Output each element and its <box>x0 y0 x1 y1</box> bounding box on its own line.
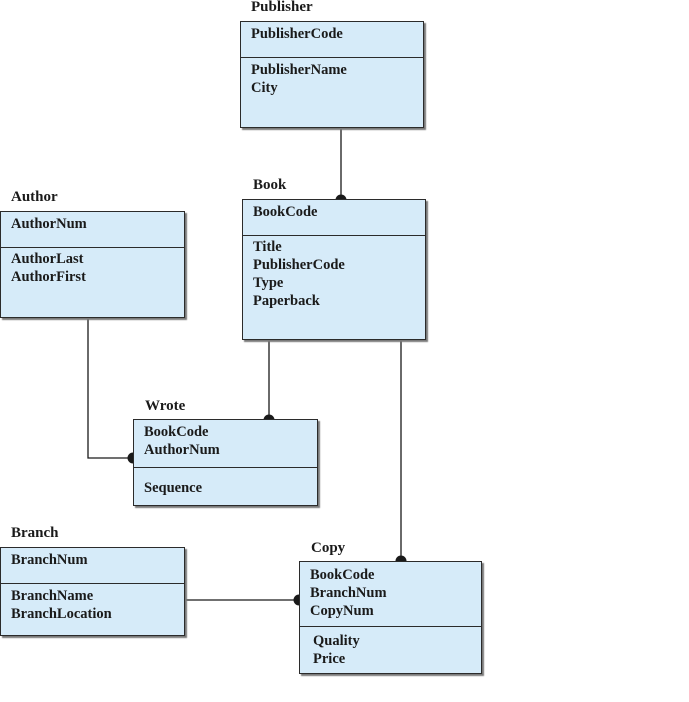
copy-key-1: BranchNum <box>310 585 387 601</box>
copy-key-2: CopyNum <box>310 603 374 619</box>
publisher-entity: PublisherCode PublisherName City <box>240 21 424 128</box>
author-key-section: AuthorNum <box>1 212 184 248</box>
publisher-attr-section: PublisherName City <box>241 61 423 97</box>
wrote-attr-0: Sequence <box>144 480 202 496</box>
author-entity: AuthorNum AuthorLast AuthorFirst <box>0 211 185 318</box>
wrote-attr-section: Sequence <box>134 479 317 497</box>
copy-key-0: BookCode <box>310 567 375 583</box>
wrote-key-0: BookCode <box>144 424 209 440</box>
book-attr-section: Title PublisherCode Type Paperback <box>243 238 425 310</box>
book-attr-2: Type <box>253 275 284 291</box>
rel-author-wrote-line <box>87 318 133 459</box>
copy-attr-1: Price <box>313 651 346 667</box>
book-attr-1: PublisherCode <box>253 257 345 273</box>
author-key-0: AuthorNum <box>11 216 87 232</box>
branch-title: Branch <box>11 525 59 541</box>
book-title: Book <box>253 177 287 193</box>
wrote-key-1: AuthorNum <box>144 442 220 458</box>
book-key-section: BookCode <box>243 200 425 236</box>
book-key-0: BookCode <box>253 204 318 220</box>
branch-entity: BranchNum BranchName BranchLocation <box>0 547 185 636</box>
publisher-attr-1: City <box>251 80 278 96</box>
publisher-key-section: PublisherCode <box>241 22 423 58</box>
branch-key-section: BranchNum <box>1 548 184 584</box>
branch-attr-0: BranchName <box>11 588 94 604</box>
copy-title: Copy <box>311 540 346 556</box>
copy-key-section: BookCode BranchNum CopyNum <box>300 562 481 627</box>
branch-key-0: BranchNum <box>11 552 88 568</box>
branch-attr-section: BranchName BranchLocation <box>1 587 184 623</box>
wrote-key-section: BookCode AuthorNum <box>134 420 317 468</box>
publisher-title: Publisher <box>251 0 313 15</box>
publisher-key-0: PublisherCode <box>251 26 343 42</box>
author-attr-1: AuthorFirst <box>11 269 86 285</box>
wrote-title: Wrote <box>145 398 186 414</box>
author-title: Author <box>11 189 58 205</box>
branch-attr-1: BranchLocation <box>11 606 112 622</box>
copy-attr-0: Quality <box>313 633 360 649</box>
book-entity: BookCode Title PublisherCode Type Paperb… <box>242 199 426 340</box>
publisher-attr-0: PublisherName <box>251 62 347 78</box>
wrote-entity: BookCode AuthorNum Sequence <box>133 419 318 506</box>
copy-entity: BookCode BranchNum CopyNum Quality Price <box>299 561 482 674</box>
copy-attr-section: Quality Price <box>300 632 481 668</box>
author-attr-0: AuthorLast <box>11 251 84 267</box>
book-attr-0: Title <box>253 239 282 255</box>
author-attr-section: AuthorLast AuthorFirst <box>1 250 184 286</box>
book-attr-3: Paperback <box>253 293 320 309</box>
